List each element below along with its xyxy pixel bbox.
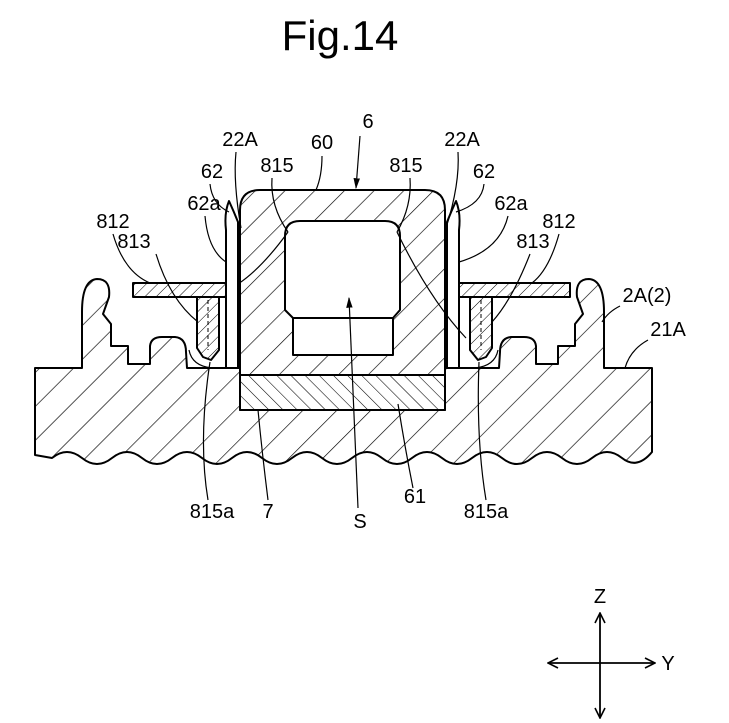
callout-6: 6 xyxy=(362,111,373,133)
y-axis-label: Y xyxy=(661,653,674,675)
leader-62a-left xyxy=(205,216,226,262)
callout-812-right: 812 xyxy=(542,211,575,233)
callout-813-left: 813 xyxy=(117,231,150,253)
bottom-plate xyxy=(240,375,445,410)
callout-62a-right: 62a xyxy=(494,193,528,215)
leader-60 xyxy=(316,156,322,190)
leader-62a-right xyxy=(459,216,508,262)
z-axis-label: Z xyxy=(594,586,606,608)
callout-815a-right: 815a xyxy=(464,501,509,523)
callout-60: 60 xyxy=(311,132,333,154)
leader-62-right xyxy=(456,184,484,212)
box-body xyxy=(240,190,445,375)
callout-812-left: 812 xyxy=(96,211,129,233)
callout-21A: 21A xyxy=(650,319,686,341)
callout-815-right: 815 xyxy=(389,155,422,177)
plate-right xyxy=(459,283,570,297)
callout-815a-left: 815a xyxy=(190,501,235,523)
callout-815-left: 815 xyxy=(260,155,293,177)
callout-62-left: 62 xyxy=(201,161,223,183)
callout-62-right: 62 xyxy=(473,161,495,183)
callout-7: 7 xyxy=(262,501,273,523)
flange-right xyxy=(447,201,460,368)
callout-813-right: 813 xyxy=(516,231,549,253)
flange-left xyxy=(225,201,238,368)
leader-21A xyxy=(625,340,648,368)
callout-2A2: 2A(2) xyxy=(623,285,672,307)
callout-S: S xyxy=(353,511,366,533)
leader-6-arrow xyxy=(356,136,360,188)
figure-title: Fig.14 xyxy=(282,12,399,59)
plate-left xyxy=(133,283,226,297)
callout-62a-left: 62a xyxy=(187,193,221,215)
callout-22A-left: 22A xyxy=(222,129,258,151)
callout-61: 61 xyxy=(404,486,426,508)
callout-22A-right: 22A xyxy=(444,129,480,151)
